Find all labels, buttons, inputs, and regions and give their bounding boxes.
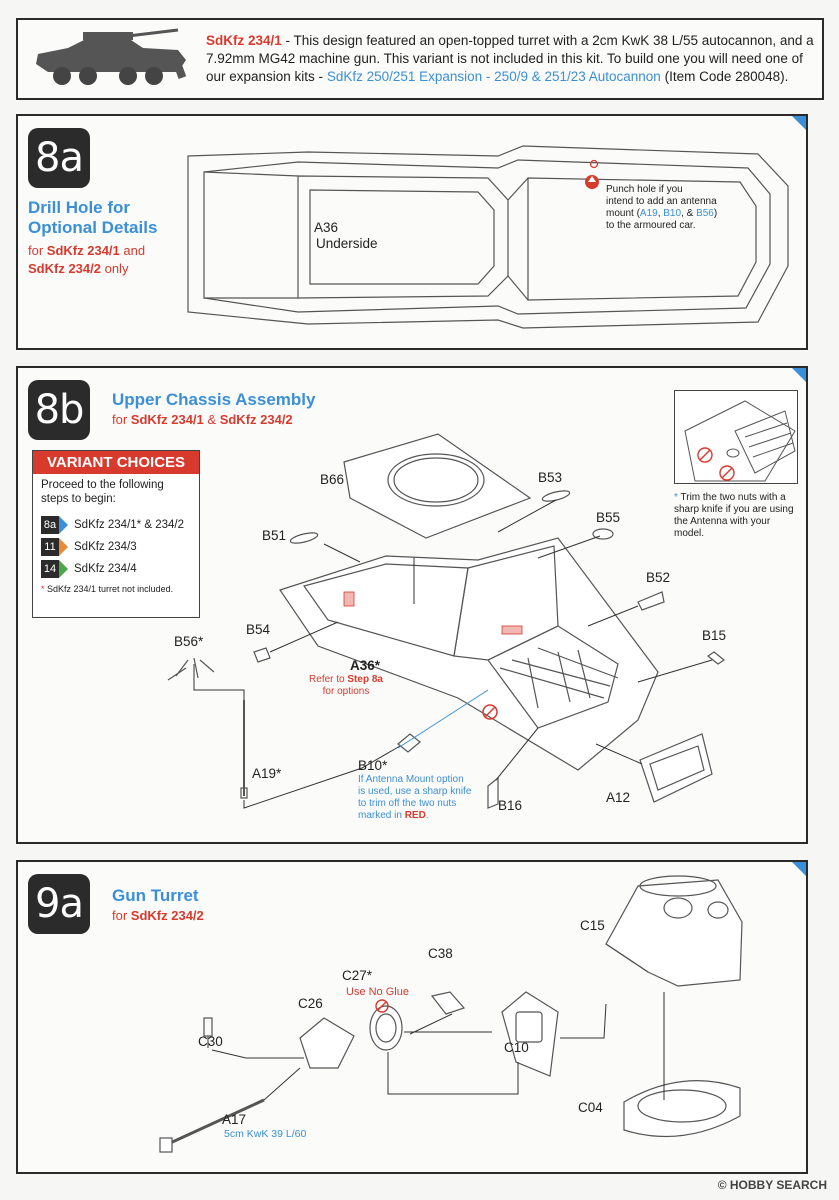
part-label-b16: B16 — [498, 798, 523, 813]
part-label-c27: C27* — [342, 968, 373, 983]
step-8b-title: Upper Chassis Assembly — [112, 390, 316, 409]
upper-chassis-drawing — [167, 433, 726, 809]
inset-detail — [674, 390, 798, 484]
inset-note: * Trim the two nuts with a sharp knife i… — [674, 492, 794, 539]
header-body-2: (Item Code 280048). — [660, 69, 789, 84]
drill-hole-marker — [585, 159, 599, 189]
corner-marker — [792, 368, 806, 382]
variant-footnote: * SdKfz 234/1 turret not included. — [41, 584, 174, 594]
part-label-b51: B51 — [262, 528, 287, 543]
variant-choices-title: VARIANT CHOICES — [33, 451, 199, 474]
header-text: SdKfz 234/1 - This design featured an op… — [206, 32, 816, 86]
part-label-b15: B15 — [702, 628, 727, 643]
a36-refer-note: Refer to Step 8a for options — [309, 674, 383, 697]
chassis-underside-drawing — [187, 145, 789, 329]
part-label-b54: B54 — [246, 622, 271, 637]
part-label-b55: B55 — [596, 510, 621, 525]
step-badge-8b: 8b — [28, 380, 90, 440]
variant-choice-label: SdKfz 234/4 — [74, 563, 137, 575]
step-8b-panel: 8b Upper Chassis Assembly for SdKfz 234/… — [16, 366, 808, 844]
step-badge-8a: 8a — [28, 128, 90, 188]
watermark-logo-icon: © — [717, 1178, 730, 1192]
header-panel: SdKfz 234/1 - This design featured an op… — [16, 18, 824, 100]
variant-color-arrow-icon — [59, 560, 68, 578]
corner-marker — [792, 116, 806, 130]
part-label-c26: C26 — [298, 996, 323, 1011]
part-label-a36: A36 — [314, 220, 339, 235]
gun-turret-drawing — [159, 875, 743, 1153]
step-9a-title: Gun Turret — [112, 886, 199, 905]
no-glue-note: Use No Glue — [346, 986, 409, 998]
step-8b-subtitle: for SdKfz 234/1 & SdKfz 234/2 — [112, 412, 293, 427]
part-label-b10: B10* — [358, 758, 388, 773]
step-8a-subtitle: for SdKfz 234/1 and SdKfz 234/2 only — [28, 243, 146, 276]
variant-choice-row: 8a SdKfz 234/1* & 234/2 — [41, 516, 191, 534]
armoured-car-silhouette — [36, 28, 187, 85]
part-label-a19: A19* — [252, 766, 282, 781]
header-variant: SdKfz 234/1 — [206, 33, 282, 48]
part-label-a17: A17 — [222, 1112, 247, 1127]
hobby-search-watermark: © HOBBY SEARCH — [717, 1178, 827, 1192]
punch-hole-note: Punch hole if you intend to add an anten… — [606, 184, 718, 231]
variant-choice-list: 8a SdKfz 234/1* & 234/2 11 SdKfz 234/3 14 SdK… — [33, 510, 199, 584]
corner-marker — [792, 862, 806, 876]
inset-drawing — [684, 400, 796, 482]
part-label-b52: B52 — [646, 570, 671, 585]
variant-color-arrow-icon — [59, 538, 68, 556]
part-label-b53: B53 — [538, 470, 563, 485]
part-label-b56: B56* — [174, 634, 204, 649]
part-note-underside: Underside — [316, 236, 378, 251]
step-badge-9a: 9a — [28, 874, 90, 934]
variant-step-badge: 14 — [41, 560, 59, 578]
part-label-c15: C15 — [580, 918, 605, 933]
step-9a-subtitle: for SdKfz 234/2 — [112, 908, 204, 923]
step-8a-panel: 8a Drill Hole for Optional Details for S… — [16, 114, 808, 350]
variant-color-arrow-icon — [59, 516, 68, 534]
a17-note: 5cm KwK 39 L/60 — [224, 1128, 307, 1140]
part-label-c30: C30 — [198, 1034, 223, 1049]
part-label-b66: B66 — [320, 472, 345, 487]
part-label-a12: A12 — [606, 790, 631, 805]
b10-note: If Antenna Mount option is used, use a s… — [358, 774, 472, 821]
part-label-c10: C10 — [504, 1040, 529, 1055]
variant-step-badge: 11 — [41, 538, 59, 556]
variant-choices-box: VARIANT CHOICES Proceed to the following… — [32, 450, 200, 618]
step-8a-title: Drill Hole for Optional Details — [28, 198, 158, 237]
header-body-1: - This design featured an open-topped tu… — [206, 33, 814, 84]
part-label-c38: C38 — [428, 946, 453, 961]
variant-step-badge: 8a — [41, 516, 59, 534]
step-9a-panel: 9a Gun Turret for SdKfz 234/2 — [16, 860, 808, 1174]
part-label-c04: C04 — [578, 1100, 603, 1115]
variant-choice-row: 14 SdKfz 234/4 — [41, 560, 191, 578]
variant-choice-row: 11 SdKfz 234/3 — [41, 538, 191, 556]
header-expansion-link[interactable]: SdKfz 250/251 Expansion - 250/9 & 251/23… — [326, 69, 661, 84]
part-label-a36: A36* — [350, 658, 381, 673]
variant-choice-label: SdKfz 234/1* & 234/2 — [74, 519, 184, 531]
variant-choices-intro: Proceed to the following steps to begin: — [41, 479, 164, 505]
variant-choice-label: SdKfz 234/3 — [74, 541, 137, 553]
